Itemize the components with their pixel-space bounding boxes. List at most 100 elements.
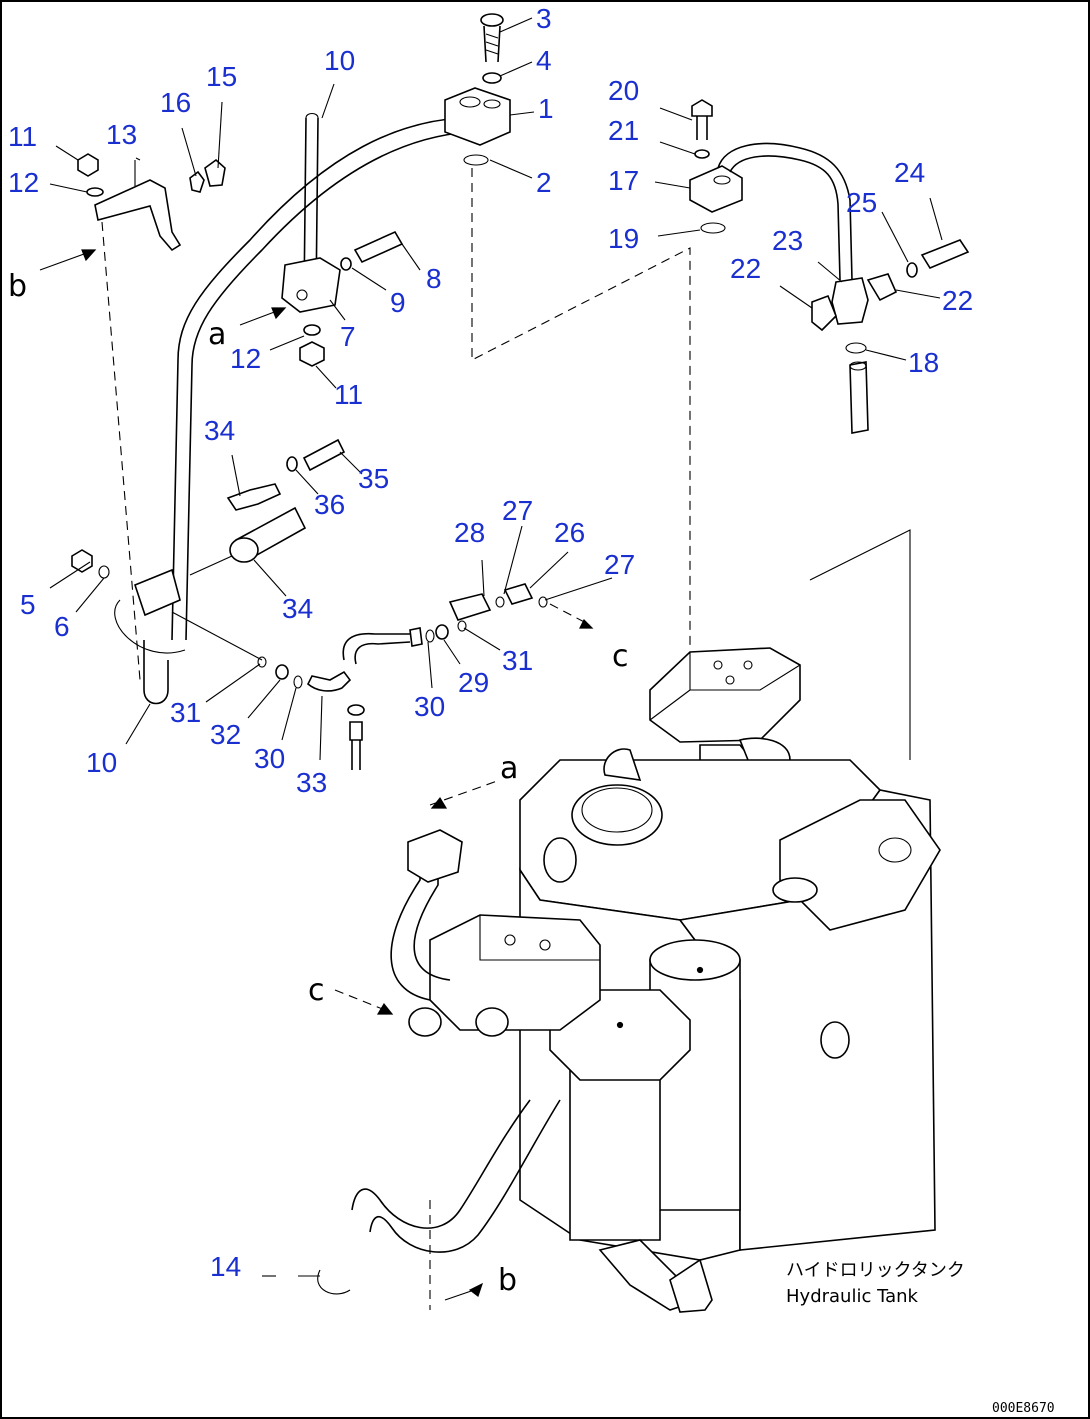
callout-11-mid: 11 bbox=[334, 379, 363, 410]
callout-22-right: 22 bbox=[942, 285, 973, 316]
bolt-24 bbox=[920, 239, 970, 270]
letter-c-right: c bbox=[612, 639, 629, 674]
callout-4: 4 bbox=[536, 45, 552, 76]
washer-21 bbox=[694, 149, 710, 159]
o-ring-30a bbox=[425, 629, 435, 643]
callout-11-top: 11 bbox=[8, 121, 37, 152]
callout-16: 16 bbox=[160, 87, 191, 118]
pipe-stub bbox=[849, 361, 869, 434]
callout-34-top: 34 bbox=[204, 415, 235, 446]
callout-5: 5 bbox=[20, 589, 36, 620]
callout-2: 2 bbox=[536, 167, 552, 198]
mid-assembly bbox=[71, 438, 594, 770]
fitting-32 bbox=[275, 664, 289, 680]
callout-32: 32 bbox=[210, 719, 241, 750]
hose-end-block bbox=[407, 829, 463, 883]
callout-6: 6 bbox=[54, 611, 70, 642]
letter-a-mid: a bbox=[208, 317, 226, 352]
callout-29: 29 bbox=[458, 667, 489, 698]
o-ring-18 bbox=[845, 342, 867, 354]
washer-12a bbox=[86, 187, 104, 197]
connection-letters: b a c a c b bbox=[8, 269, 629, 1298]
o-ring-30b bbox=[293, 675, 303, 689]
block-1 bbox=[444, 87, 511, 146]
washer-9 bbox=[340, 257, 352, 271]
callout-numbers: 3 4 1 2 10 15 16 13 11 12 8 9 7 12 11 20… bbox=[8, 3, 973, 1282]
callout-27-right: 27 bbox=[604, 549, 635, 580]
flange-17 bbox=[689, 165, 743, 213]
callout-30-right: 30 bbox=[414, 691, 445, 722]
clamp-22b bbox=[866, 273, 898, 302]
callout-23: 23 bbox=[772, 225, 803, 256]
callout-31-left: 31 bbox=[170, 697, 201, 728]
washer-25 bbox=[906, 262, 918, 278]
letter-c-tank: c bbox=[308, 973, 325, 1008]
callout-31-right: 31 bbox=[502, 645, 533, 676]
hydraulic-tank bbox=[317, 529, 941, 1313]
callout-8: 8 bbox=[426, 263, 442, 294]
washer-4 bbox=[482, 72, 502, 84]
callout-10-bottom: 10 bbox=[86, 747, 117, 778]
fitting-26 bbox=[503, 583, 534, 605]
callout-22-left: 22 bbox=[730, 253, 761, 284]
letter-a-tank: a bbox=[500, 751, 518, 786]
bolt-8 bbox=[353, 230, 404, 264]
callout-36: 36 bbox=[314, 489, 345, 520]
washer-12b bbox=[303, 324, 321, 336]
callout-33: 33 bbox=[296, 767, 327, 798]
clip-16 bbox=[189, 170, 205, 193]
elbow-23 bbox=[831, 277, 869, 325]
leader-lines bbox=[49, 17, 943, 1277]
tank-port bbox=[571, 784, 663, 846]
adapter-28 bbox=[448, 593, 492, 621]
callout-9: 9 bbox=[390, 287, 406, 318]
callout-10-top: 10 bbox=[324, 45, 355, 76]
callout-7: 7 bbox=[340, 321, 356, 352]
callout-12-top: 12 bbox=[8, 167, 39, 198]
callout-1: 1 bbox=[538, 93, 554, 124]
callout-24: 24 bbox=[894, 157, 925, 188]
right-pipe-assembly bbox=[689, 99, 970, 434]
letter-b-bottom: b bbox=[498, 1263, 517, 1298]
fitting-5 bbox=[71, 549, 93, 573]
callout-20: 20 bbox=[608, 75, 639, 106]
fitting-29 bbox=[435, 624, 449, 640]
callout-28: 28 bbox=[454, 517, 485, 548]
clamp-34b bbox=[229, 537, 259, 563]
callout-3: 3 bbox=[536, 3, 552, 34]
bolt-35 bbox=[302, 438, 346, 472]
callout-25: 25 bbox=[846, 187, 877, 218]
callout-26: 26 bbox=[554, 517, 585, 548]
o-ring-19 bbox=[700, 222, 726, 234]
nut-11b bbox=[299, 341, 325, 367]
tank-label-jp: ハイドロリックタンク bbox=[786, 1260, 965, 1281]
callout-27-top: 27 bbox=[502, 495, 533, 526]
bracket-13 bbox=[94, 179, 182, 252]
callout-12-mid: 12 bbox=[230, 343, 261, 374]
elbow-33 bbox=[307, 670, 352, 692]
callout-34-bottom: 34 bbox=[282, 593, 313, 624]
left-pipe-assembly bbox=[39, 13, 691, 681]
callout-18: 18 bbox=[908, 347, 939, 378]
tank-label-en: Hydraulic Tank bbox=[786, 1286, 919, 1307]
bolt-3 bbox=[480, 13, 504, 27]
callout-19: 19 bbox=[608, 223, 639, 254]
clamp-7 bbox=[281, 257, 341, 313]
nut-11a bbox=[77, 153, 99, 177]
bolt-20 bbox=[691, 99, 713, 117]
callout-30-left: 30 bbox=[254, 743, 285, 774]
callout-17: 17 bbox=[608, 165, 639, 196]
washer-36 bbox=[286, 456, 298, 472]
clamp-22a bbox=[811, 294, 837, 332]
bracket-lower bbox=[134, 568, 181, 617]
letter-b-top: b bbox=[8, 269, 27, 304]
callout-21: 21 bbox=[608, 115, 639, 146]
drawing-code: 000E8670 bbox=[992, 1401, 1055, 1416]
o-ring-6 bbox=[98, 565, 110, 579]
callout-15: 15 bbox=[206, 61, 237, 92]
callout-35: 35 bbox=[358, 463, 389, 494]
top-valve bbox=[649, 647, 801, 743]
o-ring-2 bbox=[463, 154, 489, 166]
